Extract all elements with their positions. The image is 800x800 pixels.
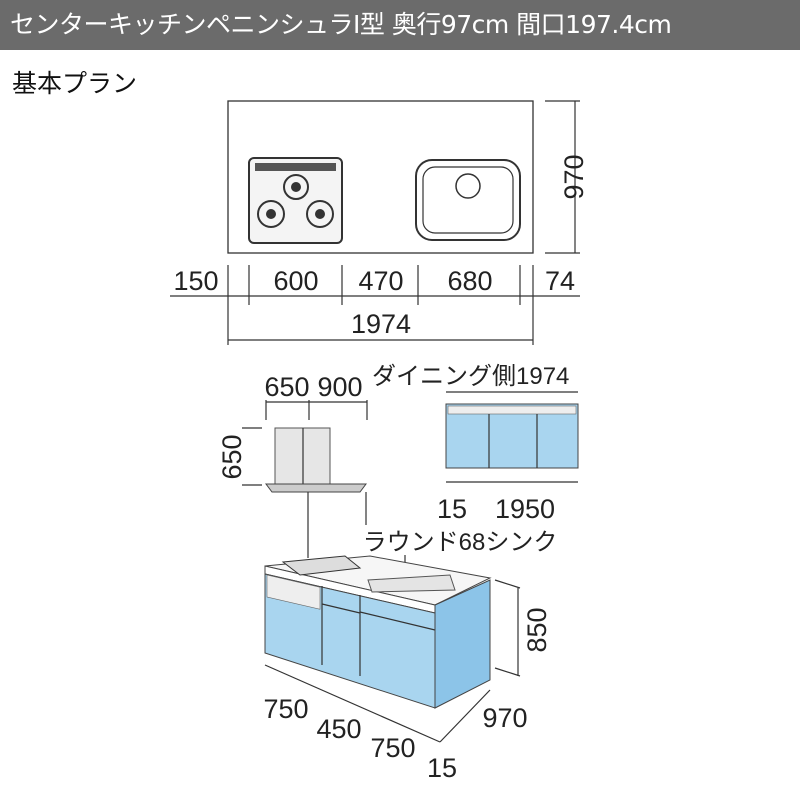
plan-width-1: 150 xyxy=(173,266,218,296)
section-title: 基本プラン xyxy=(12,69,138,98)
plan-total-width: 1974 xyxy=(351,309,411,339)
sink-icon xyxy=(415,159,521,241)
page-header: センターキッチンペニンシュラI型 奥行97cm 間口197.4cm xyxy=(0,0,800,50)
plan-width-4: 680 xyxy=(447,266,492,296)
hood-height-label: 650 xyxy=(217,434,247,479)
island-width-450: 450 xyxy=(316,714,361,744)
island-width-750b: 750 xyxy=(370,733,415,763)
plan-depth-label: 970 xyxy=(559,154,589,199)
range-hood: 650 900 650 xyxy=(217,372,368,558)
kitchen-island: ラウンド68シンク 850 750 450 750 15 970 xyxy=(263,529,557,783)
dining-side-view: ダイニング側1974 15 1950 xyxy=(372,363,579,524)
dining-dim-1950: 1950 xyxy=(495,494,555,524)
hood-width-650: 650 xyxy=(264,372,309,402)
plan-width-2: 600 xyxy=(273,266,318,296)
plan-width-5: 74 xyxy=(545,266,575,296)
dining-dim-15: 15 xyxy=(437,494,467,524)
island-width-750a: 750 xyxy=(263,694,308,724)
plan-width-3: 470 xyxy=(358,266,403,296)
hood-width-900: 900 xyxy=(317,372,362,402)
plan-view: 970 150 600 470 680 74 1974 xyxy=(170,100,589,345)
cooktop-icon xyxy=(248,157,343,244)
dining-side-label: ダイニング側1974 xyxy=(372,363,569,390)
island-depth-label: 970 xyxy=(482,703,527,733)
island-width-15: 15 xyxy=(427,753,457,783)
island-height-label: 850 xyxy=(522,607,552,652)
sink-label: ラウンド68シンク xyxy=(363,529,558,556)
